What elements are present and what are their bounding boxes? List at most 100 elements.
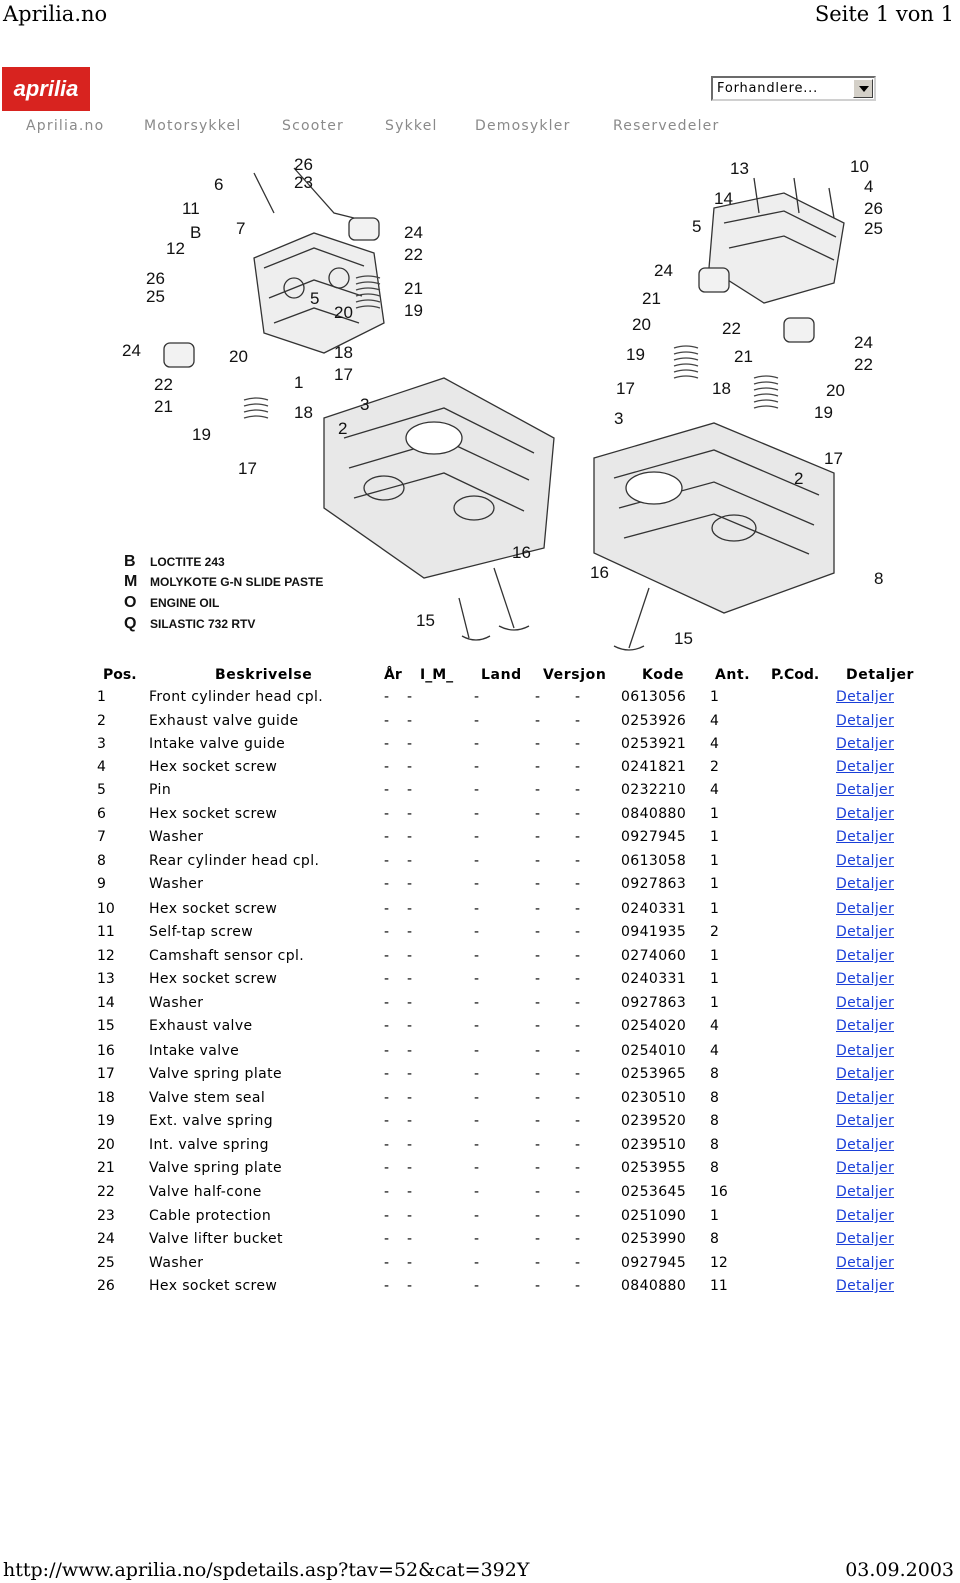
detaljer-link[interactable]: Detaljer bbox=[836, 1137, 895, 1153]
cell-d5: - bbox=[575, 876, 581, 892]
nav-link-demosykler[interactable]: Demosykler bbox=[475, 118, 571, 134]
cell-d3: - bbox=[474, 1184, 480, 1200]
detaljer-link[interactable]: Detaljer bbox=[836, 1160, 895, 1176]
detaljer-link[interactable]: Detaljer bbox=[836, 782, 895, 798]
cell-d1: - bbox=[384, 806, 390, 822]
cell-d5: - bbox=[575, 736, 581, 752]
aprilia-logo[interactable]: aprilia bbox=[2, 67, 90, 111]
cell-pos: 1 bbox=[97, 689, 106, 705]
nav-link-aprilia[interactable]: Aprilia.no bbox=[26, 118, 105, 134]
cell-pos: 24 bbox=[97, 1231, 115, 1247]
detaljer-link[interactable]: Detaljer bbox=[836, 1066, 895, 1082]
cell-pos: 5 bbox=[97, 782, 106, 798]
cell-d2: - bbox=[407, 1255, 413, 1271]
detaljer-link[interactable]: Detaljer bbox=[836, 1184, 895, 1200]
cell-d3: - bbox=[474, 1255, 480, 1271]
svg-text:3: 3 bbox=[614, 409, 623, 428]
dealer-select[interactable]: Forhandlere... bbox=[711, 76, 876, 101]
detaljer-link[interactable]: Detaljer bbox=[836, 1208, 895, 1224]
cell-pos: 23 bbox=[97, 1208, 115, 1224]
detaljer-link[interactable]: Detaljer bbox=[836, 948, 895, 964]
detaljer-link[interactable]: Detaljer bbox=[836, 1255, 895, 1271]
detaljer-link[interactable]: Detaljer bbox=[836, 689, 895, 705]
svg-text:5: 5 bbox=[692, 217, 701, 236]
cell-desc: Exhaust valve guide bbox=[149, 713, 299, 729]
nav-link-sykkel[interactable]: Sykkel bbox=[385, 118, 438, 134]
detaljer-link[interactable]: Detaljer bbox=[836, 1231, 895, 1247]
cell-ant: 8 bbox=[710, 1231, 719, 1247]
cell-pos: 3 bbox=[97, 736, 106, 752]
svg-text:8: 8 bbox=[874, 569, 883, 588]
cell-kode: 0253926 bbox=[621, 713, 687, 729]
col-im: I_M_ bbox=[420, 667, 454, 683]
svg-text:22: 22 bbox=[154, 375, 173, 394]
cell-kode: 0239510 bbox=[621, 1137, 687, 1153]
cell-d3: - bbox=[474, 876, 480, 892]
cell-desc: Valve stem seal bbox=[149, 1090, 266, 1106]
detaljer-link[interactable]: Detaljer bbox=[836, 806, 895, 822]
cell-d1: - bbox=[384, 1231, 390, 1247]
cell-d4: - bbox=[535, 782, 541, 798]
cell-desc: Intake valve guide bbox=[149, 736, 286, 752]
cell-d3: - bbox=[474, 948, 480, 964]
svg-text:14: 14 bbox=[714, 189, 733, 208]
col-detaljer: Detaljer bbox=[846, 667, 915, 683]
cell-pos: 6 bbox=[97, 806, 106, 822]
detaljer-link[interactable]: Detaljer bbox=[836, 829, 895, 845]
svg-text:24: 24 bbox=[854, 333, 873, 352]
cell-desc: Int. valve spring bbox=[149, 1137, 269, 1153]
svg-text:19: 19 bbox=[626, 345, 645, 364]
detaljer-link[interactable]: Detaljer bbox=[836, 971, 895, 987]
cell-d2: - bbox=[407, 829, 413, 845]
svg-text:5: 5 bbox=[310, 289, 319, 308]
detaljer-link[interactable]: Detaljer bbox=[836, 736, 895, 752]
cell-desc: Exhaust valve bbox=[149, 1018, 253, 1034]
col-beskrivelse: Beskrivelse bbox=[215, 667, 313, 683]
detaljer-link[interactable]: Detaljer bbox=[836, 901, 895, 917]
cell-d4: - bbox=[535, 1090, 541, 1106]
detaljer-link[interactable]: Detaljer bbox=[836, 1278, 895, 1294]
svg-text:26: 26 bbox=[294, 155, 313, 174]
cell-ant: 1 bbox=[710, 901, 719, 917]
cell-ant: 4 bbox=[710, 713, 719, 729]
cell-d4: - bbox=[535, 1018, 541, 1034]
cell-kode: 0240331 bbox=[621, 971, 687, 987]
cell-desc: Valve lifter bucket bbox=[149, 1231, 283, 1247]
detaljer-link[interactable]: Detaljer bbox=[836, 1090, 895, 1106]
cell-desc: Valve half-cone bbox=[149, 1184, 262, 1200]
cell-d5: - bbox=[575, 1208, 581, 1224]
svg-text:18: 18 bbox=[294, 403, 313, 422]
cell-ant: 4 bbox=[710, 736, 719, 752]
detaljer-link[interactable]: Detaljer bbox=[836, 1043, 895, 1059]
detaljer-link[interactable]: Detaljer bbox=[836, 995, 895, 1011]
detaljer-link[interactable]: Detaljer bbox=[836, 1113, 895, 1129]
chevron-down-icon[interactable] bbox=[853, 79, 873, 98]
cell-desc: Pin bbox=[149, 782, 172, 798]
cell-d3: - bbox=[474, 901, 480, 917]
cell-d1: - bbox=[384, 1113, 390, 1129]
nav-link-scooter[interactable]: Scooter bbox=[282, 118, 344, 134]
detaljer-link[interactable]: Detaljer bbox=[836, 713, 895, 729]
detaljer-link[interactable]: Detaljer bbox=[836, 876, 895, 892]
detaljer-link[interactable]: Detaljer bbox=[836, 853, 895, 869]
col-kode: Kode bbox=[642, 667, 685, 683]
cell-pos: 18 bbox=[97, 1090, 115, 1106]
cell-pos: 26 bbox=[97, 1278, 115, 1294]
nav-link-motorsykkel[interactable]: Motorsykkel bbox=[144, 118, 242, 134]
detaljer-link[interactable]: Detaljer bbox=[836, 924, 895, 940]
detaljer-link[interactable]: Detaljer bbox=[836, 759, 895, 775]
cell-d1: - bbox=[384, 1043, 390, 1059]
cell-d4: - bbox=[535, 806, 541, 822]
cell-pos: 2 bbox=[97, 713, 106, 729]
detaljer-link[interactable]: Detaljer bbox=[836, 1018, 895, 1034]
nav-link-reservedeler[interactable]: Reservedeler bbox=[613, 118, 720, 134]
cell-d1: - bbox=[384, 1160, 390, 1176]
svg-text:22: 22 bbox=[404, 245, 423, 264]
cell-ant: 8 bbox=[710, 1066, 719, 1082]
